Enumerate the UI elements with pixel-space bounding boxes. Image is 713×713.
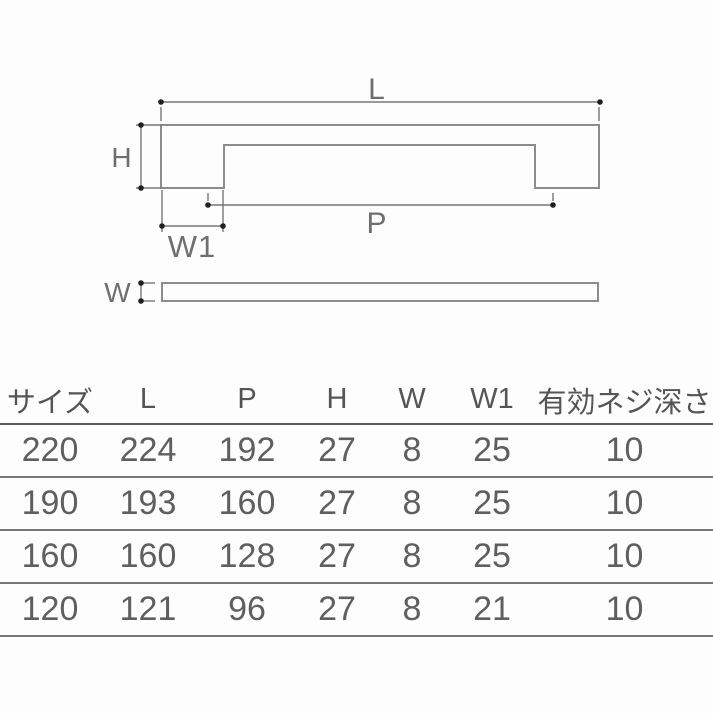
cell-4: 8 <box>402 484 422 522</box>
cell-3: 27 <box>318 537 356 575</box>
column-header-1: L <box>139 383 157 415</box>
cell-3: 27 <box>318 484 356 522</box>
dimension-dots <box>138 99 603 304</box>
cell-5: 21 <box>473 590 511 628</box>
cell-3: 27 <box>318 590 356 628</box>
dot <box>138 122 144 128</box>
table-row: 220 224 192 27 8 25 10 <box>0 425 713 478</box>
dot <box>220 223 226 229</box>
cell-2: 96 <box>228 590 266 628</box>
cell-3: 27 <box>318 431 356 469</box>
column-header-2: P <box>237 383 257 415</box>
dot <box>205 202 211 208</box>
cell-2: 192 <box>218 431 276 469</box>
cell-1: 193 <box>119 484 177 522</box>
cell-6: 10 <box>605 431 644 469</box>
table-body: 220 224 192 27 8 25 10 190 193 160 27 8 25 10 160 160 12… <box>0 425 713 637</box>
dot <box>138 185 144 191</box>
cell-1: 121 <box>119 590 177 628</box>
cell-0: 220 <box>21 431 79 469</box>
cell-5: 25 <box>473 431 511 469</box>
dimension-lines <box>136 101 600 302</box>
cell-2: 160 <box>218 484 276 522</box>
cell-0: 160 <box>21 537 79 575</box>
cell-1: 224 <box>119 431 177 469</box>
dot <box>138 298 144 304</box>
cell-4: 8 <box>402 537 422 575</box>
cell-0: 120 <box>21 590 79 628</box>
handle-front-outline <box>160 124 600 189</box>
dot <box>550 202 556 208</box>
dim-W1-label: W1 <box>168 229 217 264</box>
cell-1: 160 <box>119 537 177 575</box>
table-row: 120 121 96 27 8 21 10 <box>0 584 713 637</box>
dim-L-label: L <box>368 73 386 106</box>
cell-2: 128 <box>218 537 276 575</box>
size-spec-table: サイズ L P H W W1 有効ネジ深さ 220 224 192 27 8 25 10 190 193 16… <box>0 376 713 637</box>
cell-5: 25 <box>473 484 511 522</box>
dim-W-label: W <box>104 277 131 308</box>
handle-side-outline <box>161 282 599 302</box>
cell-6: 10 <box>605 484 644 522</box>
column-header-5: W1 <box>470 383 514 415</box>
dot <box>597 99 603 105</box>
column-header-4: W <box>398 383 426 415</box>
cell-6: 10 <box>605 537 644 575</box>
cell-4: 8 <box>402 431 422 469</box>
dot <box>158 99 164 105</box>
cell-6: 10 <box>605 590 644 628</box>
column-header-6: 有効ネジ深さ <box>537 386 712 419</box>
dot <box>138 280 144 286</box>
table-row: 160 160 128 27 8 25 10 <box>0 531 713 584</box>
column-header-3: H <box>326 383 348 415</box>
dim-H-label: H <box>111 142 132 173</box>
cell-4: 8 <box>402 590 422 628</box>
table-row: 190 193 160 27 8 25 10 <box>0 478 713 531</box>
table-header-row: サイズ L P H W W1 有効ネジ深さ <box>0 376 713 425</box>
handle-dimension-drawing: L H P W1 W <box>104 73 603 308</box>
dim-P-label: P <box>366 207 387 240</box>
column-header-0: サイズ <box>6 386 94 419</box>
cell-0: 190 <box>21 484 79 522</box>
dot <box>159 223 165 229</box>
cell-5: 25 <box>473 537 511 575</box>
